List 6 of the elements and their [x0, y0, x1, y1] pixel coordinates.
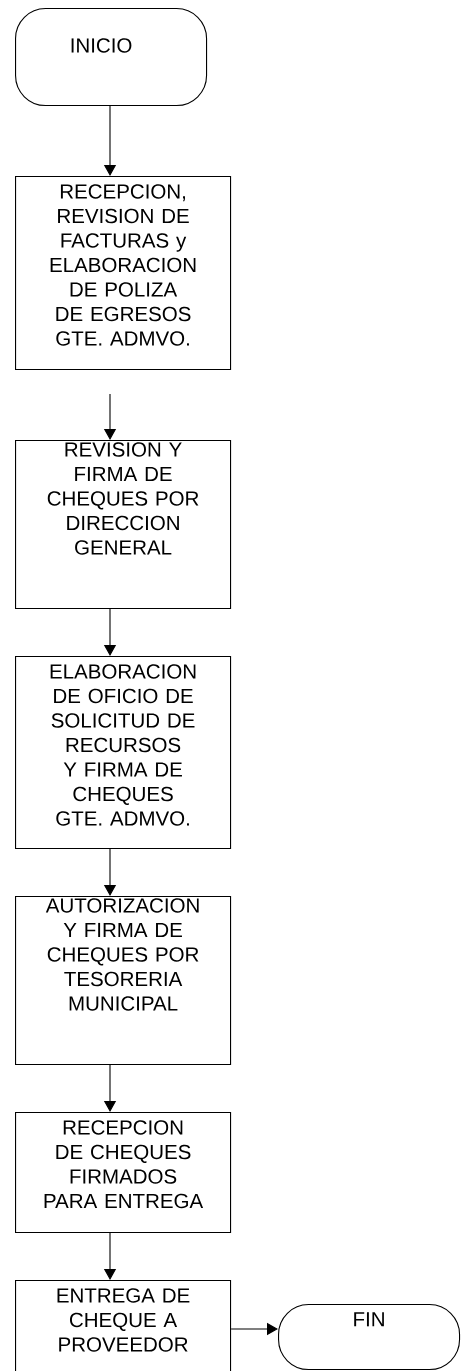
process-box: AUTORIZACION Y FIRMA DE CHEQUES POR TESORERIA MUNICIPAL — [15, 896, 232, 1066]
process-box: RECEPCION DE CHEQUES FIRMADOS PARA ENTREGA — [15, 1112, 232, 1234]
process-box: RECEPCION, REVISION DE FACTURAS y ELABORACION DE POLIZA DE EGRESOS GTE. ADMVO. — [15, 176, 232, 371]
process-box: ENTREGA DE CHEQUE A PROVEEDOR — [15, 1280, 232, 1371]
process-box: ELABORACION DE OFICIO DE SOLICITUD DE RECURSOS Y FIRMA DE CHEQUES GTE. ADMVO. — [15, 656, 232, 850]
process-box: REVISION Y FIRMA DE CHEQUES POR DIRECCION GENERAL — [15, 440, 232, 610]
